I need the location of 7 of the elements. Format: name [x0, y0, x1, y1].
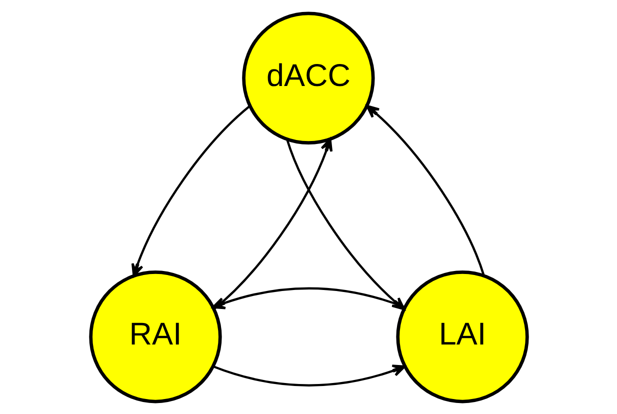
arrow [130, 104, 250, 276]
arrow [212, 137, 332, 310]
node-circle: LAI [396, 270, 528, 403]
node-circle: dACC [242, 11, 374, 144]
node-circle: RAI [88, 270, 222, 403]
arrow [366, 104, 484, 276]
arrow [212, 364, 406, 386]
